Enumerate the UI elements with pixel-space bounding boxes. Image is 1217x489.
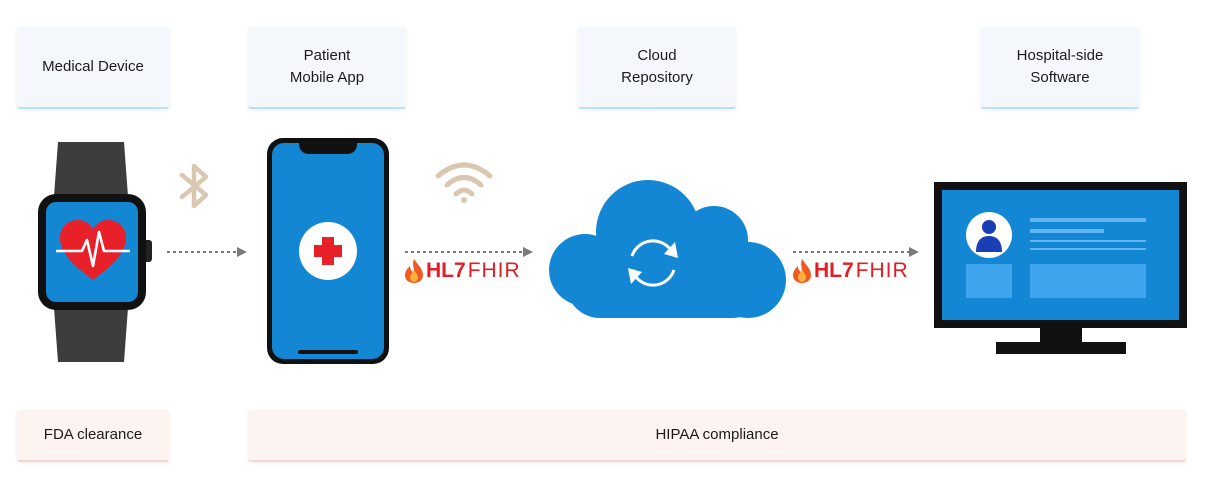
monitor-illustration: [934, 182, 1188, 356]
card-medical-device: Medical Device: [17, 27, 169, 109]
flame-icon: [793, 259, 811, 283]
bluetooth-icon: [178, 162, 212, 210]
fhir-text-1: FHIR: [467, 259, 521, 282]
user-icon: [966, 212, 1012, 258]
cloud-illustration: [530, 180, 790, 320]
hl7-fhir-logo-1: HL7 FHIR: [404, 258, 521, 284]
card-hospital-software: Hospital-side Software: [981, 27, 1139, 109]
medical-cross-icon: [299, 222, 357, 280]
arrow-cloud-to-hospital: [793, 246, 923, 258]
hl7-text-2: HL7: [814, 259, 854, 282]
flame-icon: [405, 259, 423, 283]
card-cloud-repository: Cloud Repository: [578, 27, 736, 109]
arrow-watch-to-phone: [167, 246, 249, 258]
smartwatch-illustration: [36, 142, 156, 364]
card-hipaa-compliance-label: HIPAA compliance: [655, 426, 779, 443]
card-fda-clearance-label: FDA clearance: [43, 426, 143, 443]
heart-icon: [56, 218, 130, 282]
card-patient-mobile-app-label: Patient Mobile App: [289, 47, 365, 86]
card-cloud-repository-label: Cloud Repository: [621, 47, 693, 86]
wifi-icon: [434, 160, 494, 204]
phone-illustration: [265, 136, 391, 366]
card-medical-device-label: Medical Device: [42, 58, 144, 75]
hl7-text-1: HL7: [426, 259, 466, 282]
sync-icon: [620, 230, 686, 296]
card-patient-mobile-app: Patient Mobile App: [248, 27, 406, 109]
hl7-fhir-logo-2: HL7 FHIR: [792, 258, 909, 284]
card-hospital-software-label: Hospital-side Software: [1016, 47, 1104, 86]
fhir-text-2: FHIR: [855, 259, 909, 282]
card-fda-clearance: FDA clearance: [17, 410, 169, 462]
arrow-phone-to-cloud: [405, 246, 535, 258]
card-hipaa-compliance: HIPAA compliance: [248, 410, 1186, 462]
